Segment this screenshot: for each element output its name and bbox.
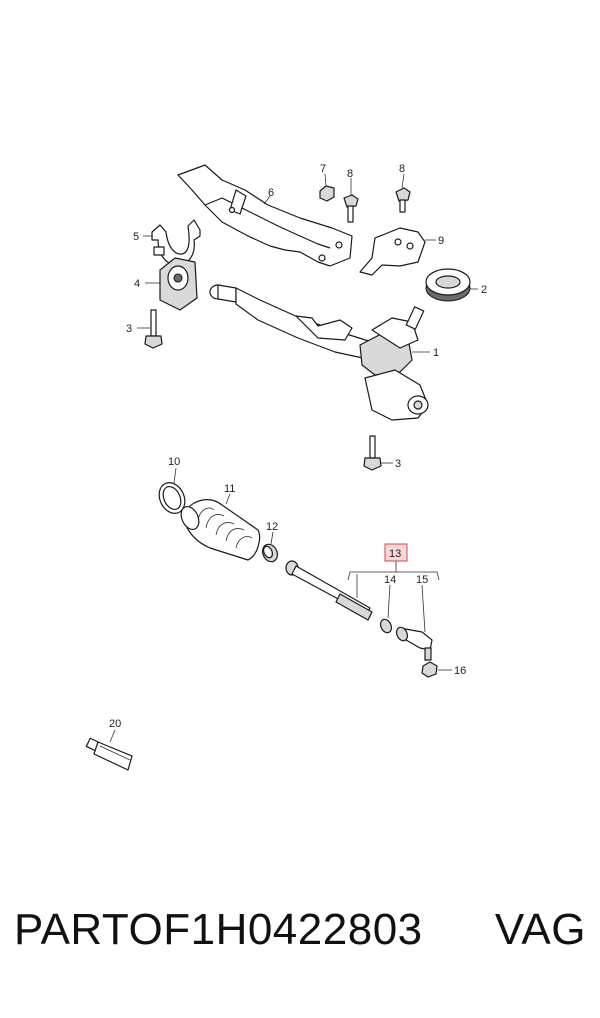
callout-15: 15 — [416, 574, 428, 586]
bolt-3b — [363, 435, 382, 471]
callout-7: 7 — [320, 163, 326, 175]
callout-6: 6 — [268, 187, 274, 199]
ring-12 — [262, 543, 278, 563]
callout-20: 20 — [109, 718, 121, 730]
brand-label: VAG — [494, 905, 586, 954]
callout-4: 4 — [134, 278, 140, 290]
footer: PARTOF1H0422803 VAG — [0, 905, 600, 985]
callout-13: 13 — [389, 548, 401, 560]
bolt-8b — [395, 187, 411, 213]
steering-rack-exploded-diagram: 6 7 8 8 9 2 5 4 — [85, 163, 487, 771]
callout-13-box: 13 — [384, 543, 408, 562]
callout-5: 5 — [133, 231, 139, 243]
callout-10: 10 — [168, 456, 180, 468]
clamp-ring-10 — [158, 482, 186, 514]
bracket-9 — [359, 227, 426, 276]
mount-bushing-2 — [425, 268, 471, 302]
callout-8a: 8 — [347, 168, 353, 180]
callout-16: 16 — [454, 665, 466, 677]
callout-8b: 8 — [399, 163, 405, 175]
bolt-8a — [343, 194, 359, 223]
callout-14: 14 — [384, 574, 396, 586]
grease-tube-20 — [85, 737, 133, 771]
callout-12: 12 — [266, 521, 278, 533]
clamp-5 — [151, 219, 201, 266]
bellows-boot-11 — [180, 499, 261, 561]
bolt-3a — [144, 309, 163, 349]
tie-rod-end-15 — [395, 626, 433, 661]
cross-member-bracket — [177, 164, 353, 267]
nut-7 — [319, 185, 335, 202]
callout-2: 2 — [481, 284, 487, 296]
part-number: PARTOF1H0422803 — [14, 905, 423, 954]
nut-14 — [379, 618, 393, 634]
callout-9: 9 — [438, 235, 444, 247]
callout-11: 11 — [224, 483, 235, 495]
tie-rod — [285, 560, 373, 621]
callout-3a: 3 — [126, 323, 132, 335]
nut-16 — [421, 661, 438, 678]
callout-1: 1 — [433, 347, 439, 359]
bushing-4 — [159, 257, 198, 311]
callout-3b: 3 — [395, 458, 401, 470]
steering-rack-1 — [209, 284, 429, 421]
